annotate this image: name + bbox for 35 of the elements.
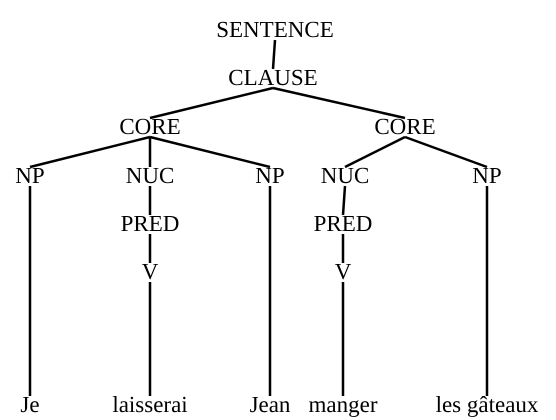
tree-label: SENTENCE	[215, 18, 335, 42]
tree-label: NP	[471, 164, 503, 188]
tree-branch	[148, 234, 152, 263]
tree-label: NUC	[124, 164, 176, 188]
tree-branch	[344, 136, 406, 168]
tree-label: V	[140, 260, 160, 284]
tree-label: NP	[14, 164, 46, 188]
tree-label: manger	[308, 393, 378, 417]
tree-branch	[342, 282, 344, 396]
tree-label: CORE	[118, 115, 182, 139]
tree-label: les gâteaux	[434, 393, 540, 417]
tree-label: PRED	[312, 212, 374, 236]
tree-branch	[272, 86, 406, 120]
tree-label: Jean	[248, 393, 292, 417]
tree-branch	[30, 136, 150, 168]
tree-branch	[342, 186, 346, 216]
tree-label: NUC	[320, 164, 370, 188]
tree-label: Je	[19, 393, 41, 417]
tree-branch	[268, 186, 272, 396]
tree-label: NP	[254, 164, 286, 188]
tree-label: CLAUSE	[227, 66, 319, 90]
tree-branch	[28, 186, 32, 396]
tree-branch	[150, 86, 274, 120]
tree-branch	[148, 282, 152, 396]
tree-branch	[486, 186, 488, 396]
tree-branch	[272, 40, 276, 70]
tree-label: CORE	[373, 115, 437, 139]
tree-branch	[342, 234, 344, 263]
tree-label: V	[334, 260, 352, 284]
tree-label: PRED	[120, 212, 180, 236]
tree-branch	[148, 186, 152, 215]
tree-branch	[150, 136, 270, 168]
tree-branch	[148, 137, 152, 167]
tree-label: laisserai	[111, 393, 189, 417]
tree-branch	[404, 136, 488, 168]
